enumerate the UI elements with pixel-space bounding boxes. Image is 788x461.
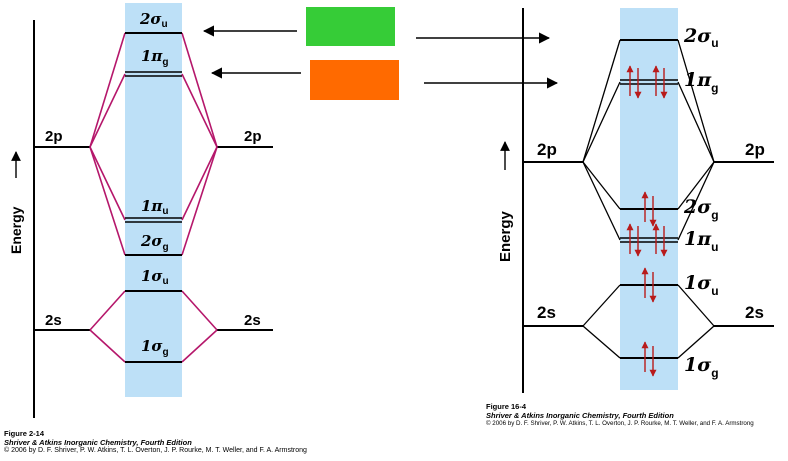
green-swatch <box>306 7 395 46</box>
left-correlation-lines <box>89 32 218 363</box>
left-2s-left-label: 2s <box>45 312 62 329</box>
left-label-1sigma-u: 1σu <box>141 267 169 287</box>
right-label-2sigma-g: 2σg <box>683 196 719 222</box>
left-energy-label: Energy <box>8 206 24 254</box>
left-label-2sigma-u: 2σu <box>139 10 168 30</box>
right-caption-book: Shriver & Atkins Inorganic Chemistry, Fo… <box>486 411 674 420</box>
right-caption-copyright: © 2006 by D. F. Shriver, P. W. Atkins, T… <box>486 420 754 427</box>
left-mo-band <box>125 3 182 397</box>
left-label-1pi-g: 1πg <box>141 47 169 68</box>
left-caption-copyright: © 2006 by D. F. Shriver, P. W. Atkins, T… <box>4 447 307 454</box>
right-2p-right-label: 2p <box>745 140 765 159</box>
left-caption-book: Shriver & Atkins Inorganic Chemistry, Fo… <box>4 438 192 447</box>
right-label-2sigma-u: 2σu <box>683 25 719 50</box>
right-electron-arrows <box>626 65 668 377</box>
orange-swatch <box>310 60 399 100</box>
left-2p-left-label: 2p <box>45 128 63 145</box>
left-2s-right-label: 2s <box>244 312 261 329</box>
right-label-1pi-u: 1πu <box>684 228 718 254</box>
left-figure-caption: Figure 2-14 Shriver & Atkins Inorganic C… <box>4 429 334 455</box>
left-label-2sigma-g: 2σg <box>140 232 169 253</box>
left-2p-right-label: 2p <box>244 128 262 145</box>
left-label-1pi-u: 1πu <box>141 197 169 217</box>
left-mo-diagram: Energy 2p 2p 2s 2s 2σu 1πg 1πu 2 <box>8 3 273 418</box>
right-label-1sigma-g: 1σg <box>684 354 719 380</box>
right-2s-left-label: 2s <box>537 303 556 322</box>
left-label-1sigma-g: 1σg <box>141 337 169 358</box>
right-label-1sigma-u: 1σu <box>684 272 719 298</box>
left-caption-figure: Figure 2-14 <box>4 429 45 438</box>
right-2p-left-label: 2p <box>537 140 557 159</box>
right-mo-diagram: Energy 2p 2p 2s 2s <box>497 8 774 393</box>
right-label-1pi-g: 1πg <box>684 69 718 95</box>
right-correlation-lines <box>582 39 715 359</box>
right-mo-band <box>620 8 678 390</box>
right-caption-figure: Figure 16-4 <box>486 402 527 411</box>
right-energy-label: Energy <box>497 210 514 262</box>
right-figure-caption: Figure 16-4 Shriver & Atkins Inorganic C… <box>486 402 786 427</box>
right-2s-right-label: 2s <box>745 303 764 322</box>
